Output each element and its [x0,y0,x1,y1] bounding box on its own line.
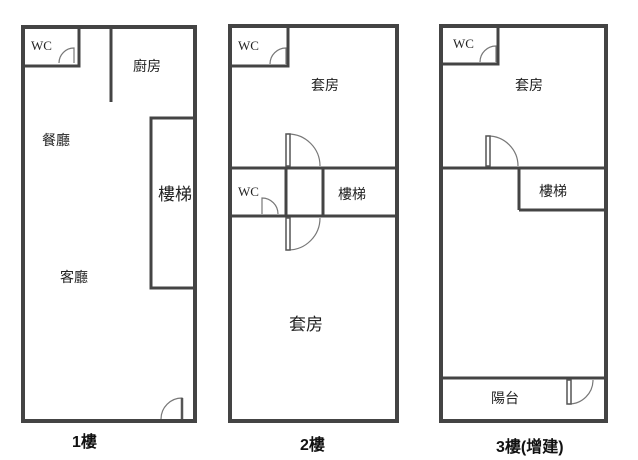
floor-2-plan: WC 套房 WC 樓梯 套房 [228,24,399,423]
floor-2-mid-wc-label: WC [238,184,259,199]
floor-2-bottom-suite-label: 套房 [289,315,323,334]
floor-3-balcony-door [568,379,594,405]
floor-1-stairs-wall [149,116,197,290]
floor-2-top-wc-door [269,47,287,65]
floor-3-suite-door-leaf [485,135,491,167]
floor-3-caption: 3樓(增建) [496,437,564,456]
floor-1-plan: WC 廚房 餐廳 樓梯 客廳 [21,25,197,423]
floor-3-balcony-label: 陽台 [491,391,519,407]
floor-1-dining-label: 餐廳 [42,132,70,149]
floor-2-mid-wc-door [261,197,279,215]
floor-3-wc-label: WC [453,36,474,51]
floor-2-top-wc-label: WC [238,38,259,53]
floor-3-suite-label: 套房 [515,78,543,94]
floor-3-outer-wall [439,24,608,423]
floor-3-plan: WC 套房 樓梯 陽台 [439,24,608,423]
floor-2-outer-wall [228,24,399,423]
floor-2-top-suite-label: 套房 [311,78,339,94]
floor-3-wc-wall [439,24,500,66]
floor-1-wc-wall [21,25,81,68]
floor-2-bottom-suite-door [287,217,321,251]
floor-2-caption: 2樓 [300,435,325,454]
floor-2-top-suite-door-leaf [285,133,291,167]
floor-1-wc-door [58,47,75,64]
floor-1-stairs-label: 樓梯 [158,185,192,204]
floor-3-wc-door [479,45,497,63]
floor-1-outer-wall [21,25,197,423]
floor-1-caption: 1樓 [72,432,97,451]
floor-1-entrance-door [160,397,183,420]
floor-2-bottom-suite-door-leaf [285,217,291,251]
floor-2-top-wc-wall [228,24,290,68]
floor-1-kitchen-label: 廚房 [133,58,161,75]
floor-1-wc-label: WC [31,38,52,53]
floor-3-suite-door [487,135,519,167]
floor-2-stairs-label: 樓梯 [338,187,366,203]
floor-3-balcony-door-leaf [566,379,572,405]
floor-2-top-suite-door [287,133,321,167]
floor-1-living-label: 客廳 [60,269,88,286]
floor-3-stairs-label: 樓梯 [539,184,567,200]
